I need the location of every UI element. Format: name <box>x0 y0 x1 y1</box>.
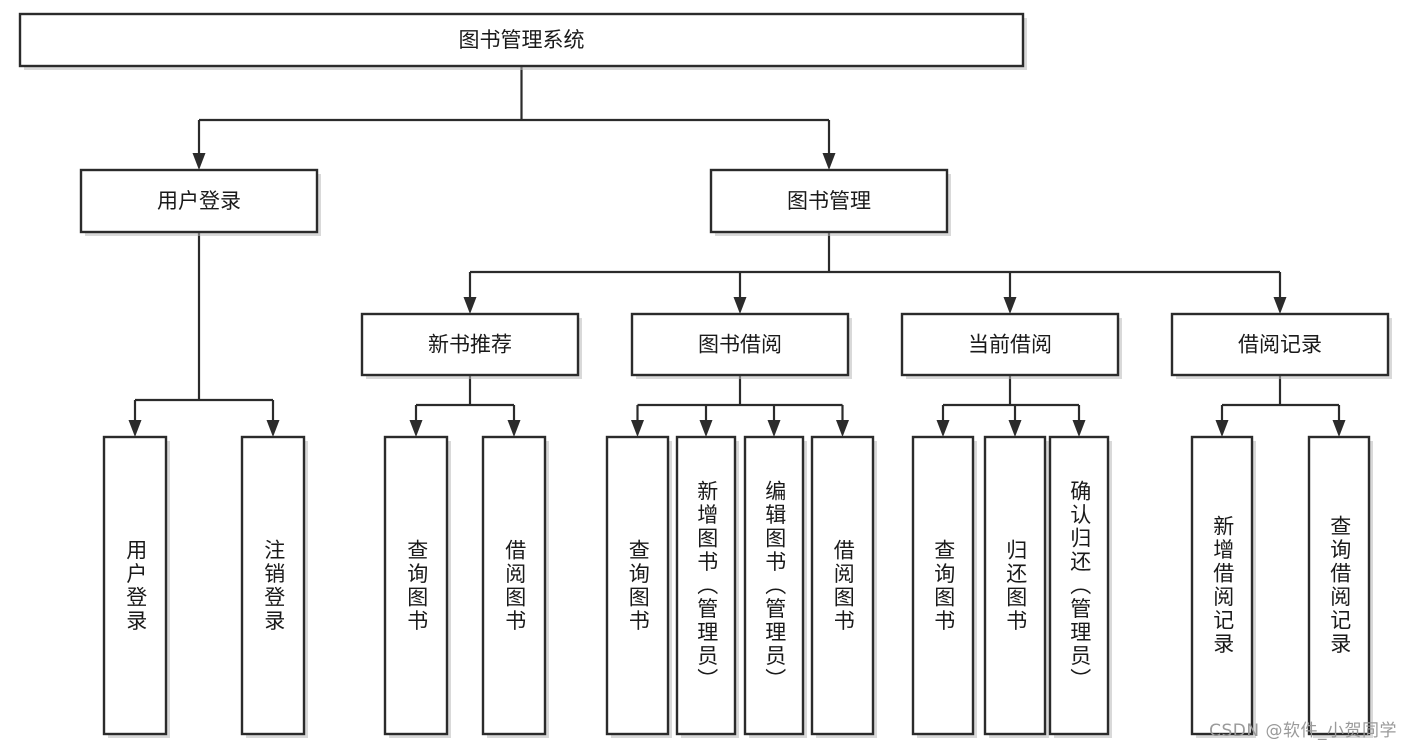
arrow-head-icon <box>767 420 781 437</box>
node-user-login[interactable]: 用户登录 <box>79 168 321 236</box>
node-box[interactable] <box>605 435 670 736</box>
node-new-book-recommend[interactable]: 新书推荐 <box>360 312 582 379</box>
node-box[interactable] <box>79 168 319 234</box>
node-box[interactable] <box>1048 435 1110 736</box>
arrow-head-icon <box>631 420 644 437</box>
arrow-head-icon <box>733 297 747 314</box>
csdn-watermark: CSDN @软件_小贺同学 <box>1209 721 1397 741</box>
node-box[interactable] <box>102 435 168 736</box>
node-leaf-user-login[interactable] <box>102 435 170 738</box>
arrow-head-icon <box>192 153 206 170</box>
arrow-head-icon <box>1332 420 1346 437</box>
node-leaf-borrow-book-recommend[interactable] <box>481 435 549 738</box>
node-book-borrow[interactable]: 图书借阅 <box>630 312 852 379</box>
node-leaf-return-book[interactable] <box>983 435 1049 738</box>
node-box[interactable] <box>360 312 580 377</box>
node-leaf-query-book-borrow[interactable] <box>605 435 672 738</box>
arrow-head-icon <box>836 420 849 437</box>
node-box[interactable] <box>630 312 850 377</box>
arrow-head-icon <box>1215 420 1229 437</box>
node-box[interactable] <box>1170 312 1390 377</box>
arrow-head-icon <box>1072 420 1086 437</box>
node-box[interactable] <box>810 435 875 736</box>
node-box[interactable] <box>709 168 949 234</box>
node-box[interactable] <box>911 435 975 736</box>
node-box[interactable] <box>1190 435 1254 736</box>
arrow-head-icon <box>409 420 423 437</box>
node-leaf-edit-book[interactable] <box>743 435 807 738</box>
node-box[interactable] <box>18 12 1025 68</box>
node-box[interactable] <box>1307 435 1371 736</box>
arrow-head-icon <box>1003 297 1017 314</box>
node-box[interactable] <box>675 435 737 736</box>
node-root[interactable]: 图书管理系统 <box>18 12 1027 70</box>
node-label: 当前借阅 <box>968 333 1052 357</box>
node-label: 用户登录 <box>157 189 241 213</box>
node-book-management[interactable]: 图书管理 <box>709 168 951 236</box>
node-leaf-add-book[interactable] <box>675 435 739 738</box>
node-box[interactable] <box>983 435 1047 736</box>
node-box[interactable] <box>240 435 306 736</box>
node-leaf-query-borrow-record[interactable] <box>1307 435 1373 738</box>
node-box[interactable] <box>481 435 547 736</box>
node-leaf-query-book-current[interactable] <box>911 435 977 738</box>
connector-layer <box>128 66 1346 437</box>
node-leaf-logout[interactable] <box>240 435 308 738</box>
arrow-head-icon <box>822 153 836 170</box>
arrow-head-icon <box>1008 420 1022 437</box>
arrow-head-icon <box>936 420 950 437</box>
node-label: 图书管理系统 <box>459 28 585 52</box>
node-borrow-record[interactable]: 借阅记录 <box>1170 312 1392 379</box>
node-label: 图书借阅 <box>698 333 782 357</box>
arrow-head-icon <box>699 420 713 437</box>
node-label: 图书管理 <box>787 189 871 213</box>
node-leaf-add-borrow-record[interactable] <box>1190 435 1256 738</box>
node-box[interactable] <box>900 312 1120 377</box>
arrow-head-icon <box>266 420 280 437</box>
node-box[interactable] <box>743 435 805 736</box>
node-leaf-borrow-book[interactable] <box>810 435 877 738</box>
arrow-head-icon <box>507 420 521 437</box>
arrow-head-icon <box>463 297 477 314</box>
node-label: 新书推荐 <box>428 333 512 357</box>
node-box[interactable] <box>383 435 449 736</box>
node-leaf-confirm-return[interactable] <box>1048 435 1112 738</box>
node-current-borrow[interactable]: 当前借阅 <box>900 312 1122 379</box>
node-label: 借阅记录 <box>1238 333 1322 357</box>
arrow-head-icon <box>128 420 142 437</box>
node-leaf-query-book-recommend[interactable] <box>383 435 451 738</box>
arrow-head-icon <box>1273 297 1287 314</box>
